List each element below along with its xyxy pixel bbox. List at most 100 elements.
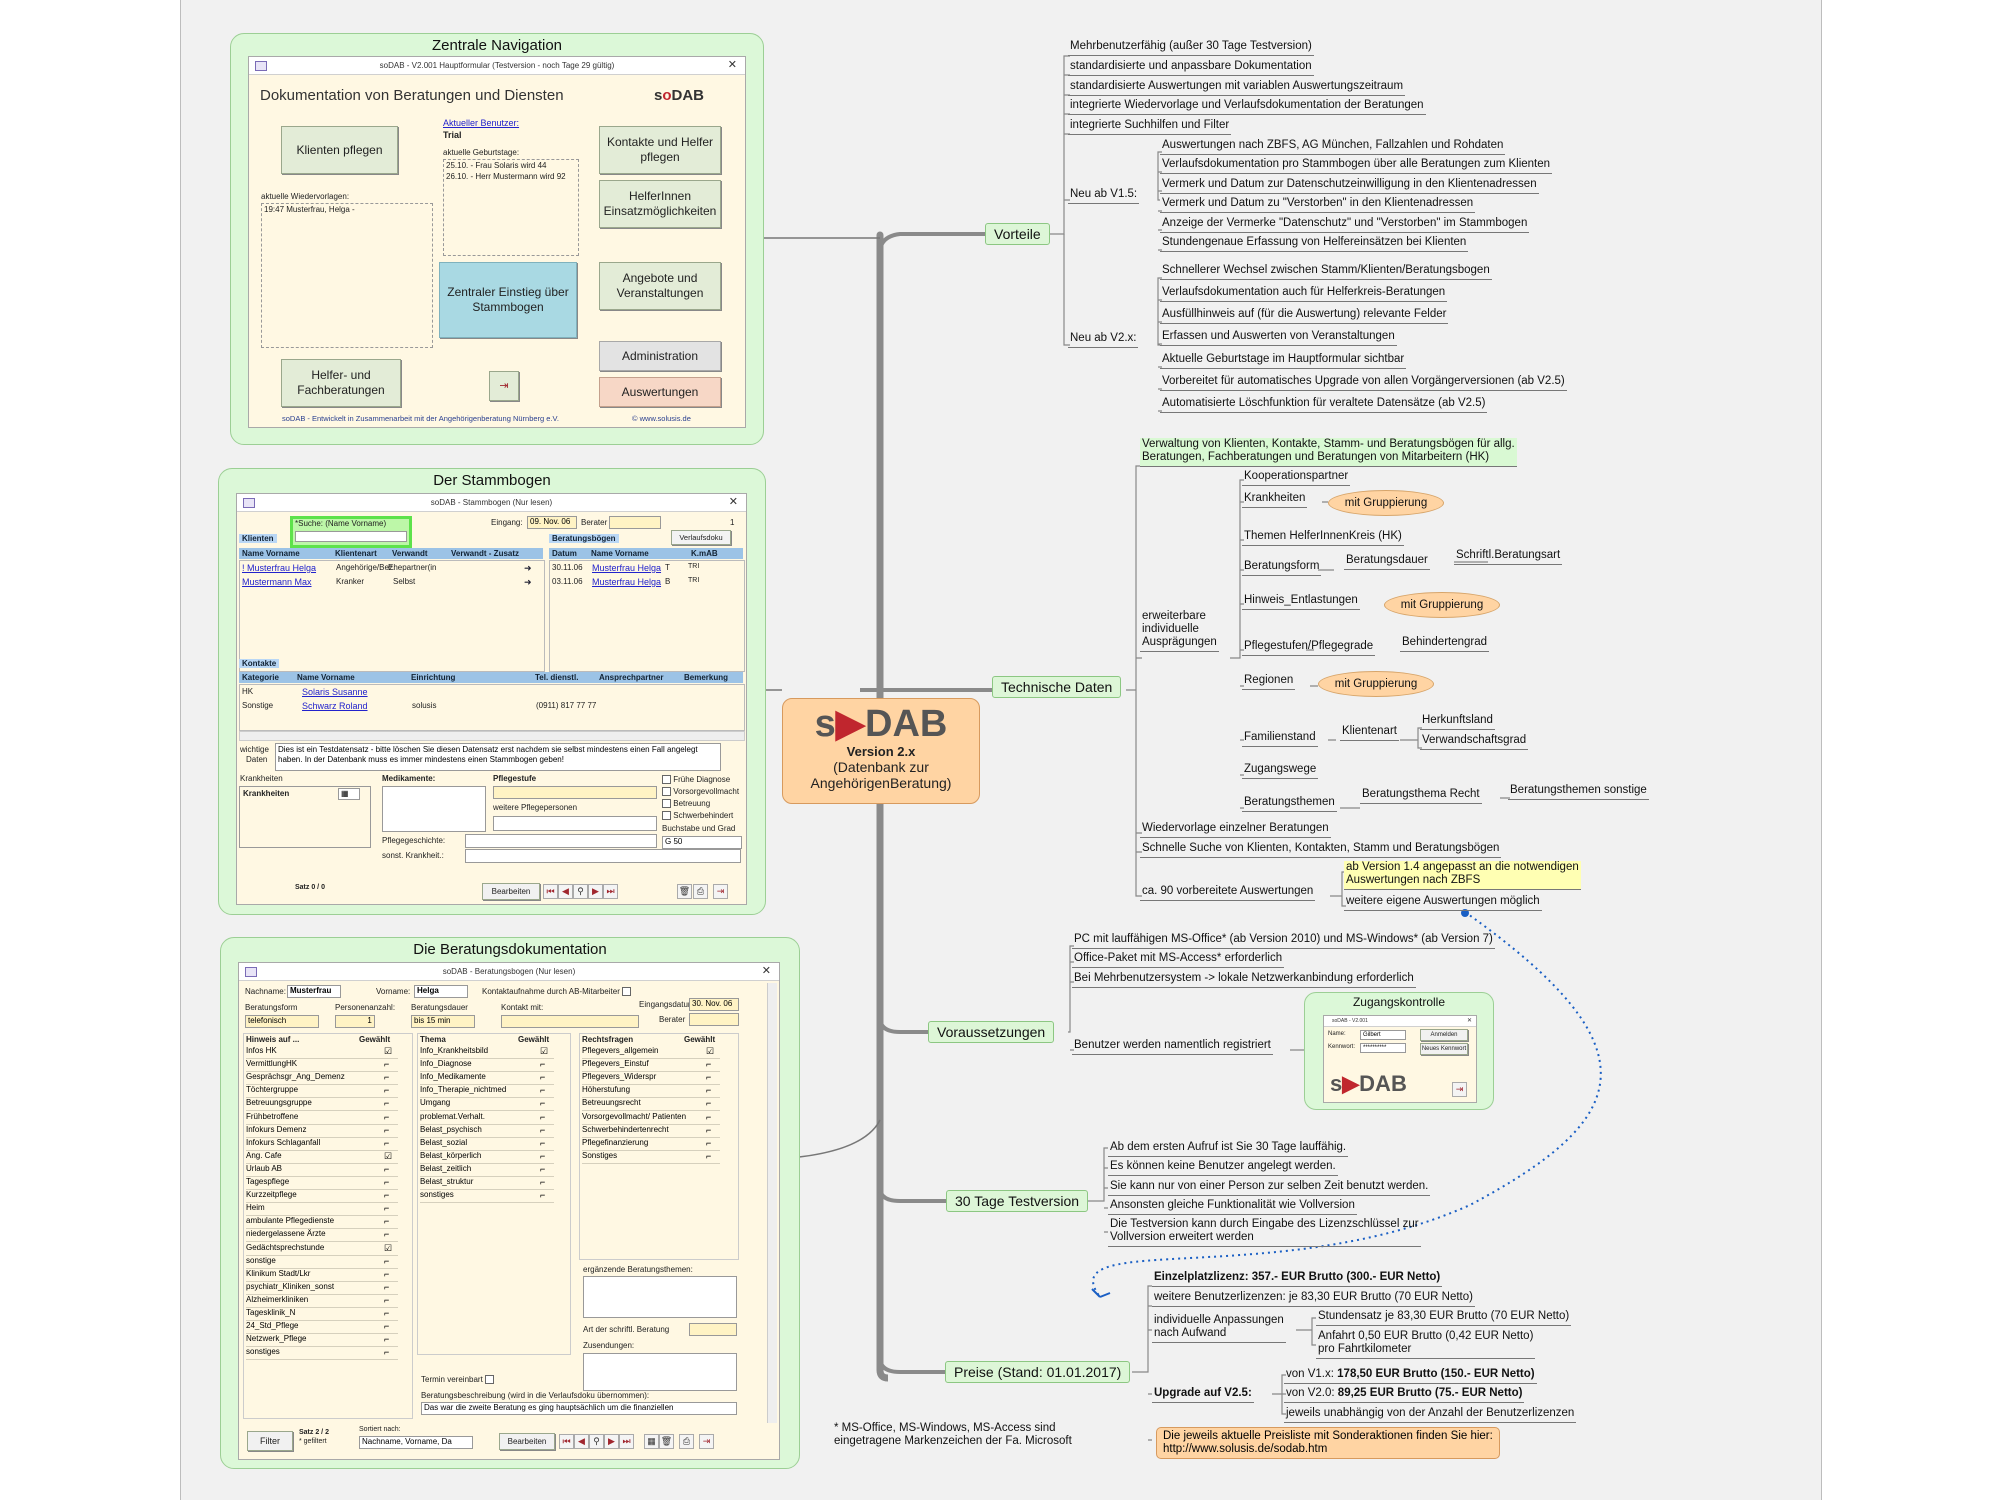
unchecked-icon[interactable]: ⌐ (540, 1111, 546, 1122)
pflegegeschichte-field[interactable] (465, 834, 657, 848)
checkbox-row[interactable]: Urlaub AB⌐ (246, 1164, 398, 1177)
unchecked-icon[interactable]: ⌐ (540, 1190, 546, 1201)
checkbox-row[interactable]: Kurzzeitpflege⌐ (246, 1190, 398, 1204)
unchecked-icon[interactable]: ⌐ (540, 1098, 546, 1109)
unchecked-icon[interactable]: ⌐ (384, 1268, 390, 1279)
branch-preise[interactable]: Preise (Stand: 01.01.2017) (945, 1361, 1131, 1383)
exit-icon[interactable]: ⇥ (699, 1434, 714, 1449)
close-icon[interactable]: ✕ (728, 496, 738, 508)
binoculars-icon[interactable]: ⚲ (573, 884, 588, 899)
horizontal-scrollbar[interactable] (239, 731, 745, 741)
checkbox-row[interactable]: Belast_psychisch⌐ (420, 1125, 554, 1138)
wiedervorlage-item[interactable]: 19:47 Musterfrau, Helga - (264, 205, 355, 214)
unchecked-icon[interactable]: ⌐ (384, 1124, 390, 1135)
sortiert-select[interactable]: Nachname, Vorname, Da (359, 1436, 473, 1449)
checkbox-row[interactable]: problemat.Verhalt.⌐ (420, 1112, 554, 1125)
cell[interactable]: Musterfrau Helga (592, 563, 662, 573)
next-record-icon[interactable]: ▶ (604, 1434, 619, 1449)
center-node[interactable]: s▶DAB Version 2.x (Datenbank zur Angehör… (782, 698, 980, 804)
beschreibung-field[interactable]: Das war die zweite Beratung es ging haup… (421, 1402, 737, 1415)
klienten-pflegen-button[interactable]: Klienten pflegen (281, 126, 398, 174)
checkbox-row[interactable]: Infos HK☑ (246, 1046, 398, 1059)
checkbox-row[interactable]: Belast_körperlich⌐ (420, 1151, 554, 1164)
delete-icon[interactable]: 🗑 (677, 884, 692, 899)
unchecked-icon[interactable]: ⌐ (384, 1203, 390, 1214)
unchecked-icon[interactable]: ⌐ (384, 1163, 390, 1174)
bearbeiten-button[interactable]: Bearbeiten (482, 883, 540, 900)
ergaenzende-themen-field[interactable] (583, 1276, 737, 1318)
personenanzahl-field[interactable]: 1 (335, 1015, 375, 1028)
checkbox-row[interactable]: Schwerbehindertenrecht⌐ (582, 1125, 720, 1138)
unchecked-icon[interactable]: ⌐ (384, 1229, 390, 1240)
kontakt-mit-select[interactable] (501, 1015, 639, 1028)
kontakte-helfer-button[interactable]: Kontakte und Helfer pflegen (599, 126, 721, 174)
goto-icon[interactable]: ➜ (524, 577, 532, 587)
checked-icon[interactable]: ☑ (706, 1046, 715, 1056)
cell[interactable]: ! Musterfrau Helga (242, 563, 317, 573)
unchecked-icon[interactable]: ⌐ (384, 1111, 390, 1122)
grad-field[interactable]: G 50 (662, 836, 742, 849)
checkbox-row[interactable]: Gedächtsprechstunde☑ (246, 1243, 398, 1256)
unchecked-icon[interactable]: ⌐ (540, 1085, 546, 1096)
beratungsform-select[interactable]: telefonisch (245, 1015, 319, 1028)
checkbox-row[interactable]: Frühbetroffene⌐ (246, 1112, 398, 1125)
checkbox-row[interactable]: Ang. Cafe☑ (246, 1151, 398, 1164)
verlaufsdoku-button[interactable]: Verlaufsdoku (671, 530, 731, 545)
zentraler-einstieg-button[interactable]: Zentraler Einstieg über Stammbogen (439, 262, 577, 338)
unchecked-icon[interactable]: ⌐ (384, 1321, 390, 1332)
branch-technische-daten[interactable]: Technische Daten (992, 676, 1122, 698)
unchecked-icon[interactable]: ⌐ (540, 1059, 546, 1070)
unchecked-icon[interactable]: ⌐ (540, 1124, 546, 1135)
unchecked-icon[interactable]: ⌐ (706, 1124, 712, 1135)
eingang-field[interactable]: 09. Nov. 06 (527, 516, 577, 529)
checkbox-row[interactable]: Höherstufung⌐ (582, 1085, 720, 1099)
checkbox[interactable] (662, 787, 671, 797)
administration-button[interactable]: Administration (599, 341, 721, 371)
unchecked-icon[interactable]: ⌐ (384, 1334, 390, 1345)
unchecked-icon[interactable]: ⌐ (384, 1177, 390, 1187)
unchecked-icon[interactable]: ⌐ (706, 1111, 712, 1122)
checkbox-row[interactable]: Belast_sozial⌐ (420, 1138, 554, 1151)
delete-icon[interactable]: 🗑 (659, 1434, 674, 1449)
zusendungen-field[interactable] (583, 1353, 737, 1391)
unchecked-icon[interactable]: ⌐ (706, 1059, 712, 1070)
checkbox-row[interactable]: Info_Diagnose⌐ (420, 1059, 554, 1073)
unchecked-icon[interactable]: ⌐ (384, 1308, 390, 1318)
vertical-scrollbar[interactable] (767, 983, 777, 1423)
checkbox-row[interactable]: Gesprächsgr_Ang_Demenz⌐ (246, 1072, 398, 1086)
close-icon[interactable]: ✕ (1466, 1018, 1472, 1024)
checkbox-row[interactable]: Belast_struktur⌐ (420, 1177, 554, 1190)
checkbox-row[interactable]: Klinikum Stadt/Lkr⌐ (246, 1269, 398, 1282)
checkbox-row[interactable]: Tagesklinik_N⌐ (246, 1308, 398, 1321)
checkbox-row[interactable]: Sonstiges⌐ (582, 1151, 720, 1164)
cell[interactable]: Mustermann Max (242, 577, 312, 587)
exit-icon[interactable]: ⇥ (713, 884, 728, 899)
checkbox-row[interactable]: Netzwerk_Pflege⌐ (246, 1334, 398, 1348)
unchecked-icon[interactable]: ⌐ (384, 1137, 390, 1148)
unchecked-icon[interactable]: ⌐ (706, 1098, 712, 1109)
unchecked-icon[interactable]: ⌐ (706, 1085, 712, 1096)
unchecked-icon[interactable]: ⌐ (540, 1137, 546, 1148)
print-icon[interactable]: ⎙ (693, 884, 708, 899)
vorname-field[interactable]: Helga (414, 985, 468, 998)
krankheiten-select[interactable]: ▦ (338, 788, 360, 800)
checkbox-row[interactable]: Tagespflege⌐ (246, 1177, 398, 1190)
search-input[interactable] (295, 531, 407, 542)
exit-icon[interactable]: ⇥ (489, 371, 519, 401)
nachname-field[interactable]: Musterfrau (287, 985, 341, 998)
close-icon[interactable]: ✕ (761, 965, 771, 977)
unchecked-icon[interactable]: ⌐ (384, 1347, 390, 1358)
goto-icon[interactable]: ➜ (524, 563, 532, 573)
unchecked-icon[interactable]: ⌐ (384, 1281, 390, 1292)
unchecked-icon[interactable]: ⌐ (540, 1150, 546, 1161)
berater-select[interactable] (689, 1013, 739, 1026)
checkbox-row[interactable]: Töchtergruppe⌐ (246, 1085, 398, 1099)
check-betreuung[interactable]: Betreuung (662, 799, 710, 809)
branch-voraussetzungen[interactable]: Voraussetzungen (928, 1021, 1055, 1043)
checkbox[interactable] (622, 987, 632, 997)
prev-record-icon[interactable]: ◀ (574, 1434, 589, 1449)
bearbeiten-button[interactable]: Bearbeiten (499, 1433, 555, 1450)
first-record-icon[interactable]: ⏮ (559, 1434, 574, 1449)
check-fruehe-diagnose[interactable]: Frühe Diagnose (662, 775, 730, 785)
checkbox-row[interactable]: sonstiges⌐ (246, 1347, 398, 1361)
